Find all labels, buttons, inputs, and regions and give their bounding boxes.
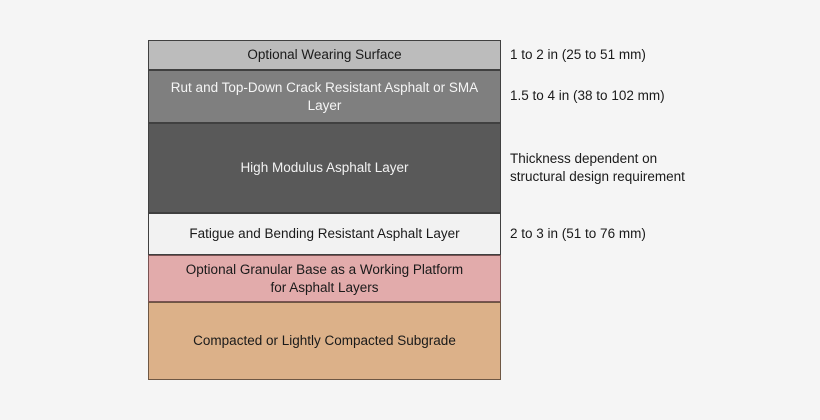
- thickness-label-wearing-surface: 1 to 2 in (25 to 51 mm): [510, 46, 646, 62]
- layer-label: Optional Wearing Surface: [247, 47, 402, 63]
- layer-label: High Modulus Asphalt Layer: [240, 160, 409, 176]
- thickness-label-rut-crack-layer: 1.5 to 4 in (38 to 102 mm): [510, 87, 665, 103]
- layer-label: Rut and Top-Down Crack Resistant Asphalt…: [170, 79, 479, 113]
- layer-compacted-subgrade: Compacted or Lightly Compacted Subgrade: [148, 302, 501, 380]
- layer-label: Fatigue and Bending Resistant Asphalt La…: [189, 226, 460, 242]
- layer-fatigue-bending-resistant-asphalt: Fatigue and Bending Resistant Asphalt La…: [148, 213, 501, 255]
- layer-stack: Optional Wearing Surface Rut and Top-Dow…: [148, 40, 501, 380]
- thickness-label-high-modulus-layer: Thickness dependent on structural design…: [510, 150, 685, 184]
- layer-label: Optional Granular Base as a Working Plat…: [185, 261, 464, 295]
- layer-high-modulus-asphalt: High Modulus Asphalt Layer: [148, 123, 501, 213]
- thickness-label-fatigue-layer: 2 to 3 in (51 to 76 mm): [510, 225, 646, 241]
- layer-label: Compacted or Lightly Compacted Subgrade: [193, 333, 456, 349]
- layer-optional-wearing-surface: Optional Wearing Surface: [148, 40, 501, 70]
- layer-optional-granular-base: Optional Granular Base as a Working Plat…: [148, 255, 501, 302]
- layer-rut-crack-resistant-asphalt: Rut and Top-Down Crack Resistant Asphalt…: [148, 70, 501, 123]
